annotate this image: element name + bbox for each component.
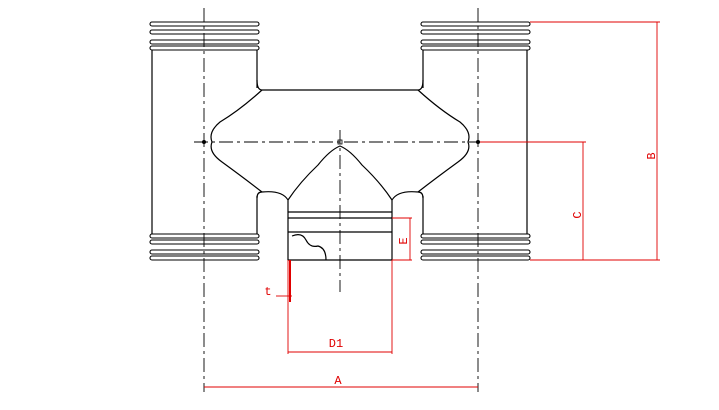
- bridge-lower-left-curve: [256, 191, 263, 199]
- left-top-band-1: [149, 21, 260, 27]
- dim-b-label: B: [645, 152, 659, 159]
- right-center-point: [476, 140, 480, 144]
- dim-t-label: t: [264, 285, 271, 299]
- right-top-band-2: [420, 29, 531, 35]
- left-top-band-2: [149, 29, 260, 35]
- dimensions: B C E D1 A t: [204, 21, 660, 388]
- right-bottom-band-3: [420, 249, 531, 255]
- left-bottom-band-3: [149, 249, 260, 255]
- fitting-outline: [151, 50, 528, 261]
- left-top-band-4: [149, 45, 260, 51]
- dim-a-label: A: [334, 374, 342, 388]
- branch-break-line: [291, 234, 327, 261]
- pipe-end-bands: [149, 21, 531, 261]
- right-top-band-1: [420, 21, 531, 27]
- dim-e-label: E: [397, 237, 411, 244]
- left-bottom-band-1: [149, 233, 260, 239]
- right-bottom-band-4: [420, 255, 531, 261]
- center-lines: [194, 8, 488, 392]
- bridge-top-left-curve: [256, 79, 263, 91]
- dim-d1-label: D1: [329, 337, 343, 351]
- right-top-band-3: [420, 39, 531, 45]
- left-bottom-band-2: [149, 239, 260, 245]
- bridge-lower-right-curve: [417, 191, 424, 199]
- left-center-point: [202, 140, 206, 144]
- right-top-band-4: [420, 45, 531, 51]
- bridge-top-right-curve: [417, 79, 424, 91]
- dim-c-label: C: [571, 211, 585, 218]
- bridge-right-flare: [417, 89, 470, 193]
- left-bottom-band-4: [149, 255, 260, 261]
- right-bottom-band-1: [420, 233, 531, 239]
- bridge-left-flare: [210, 89, 263, 193]
- branch-saddle: [261, 145, 419, 212]
- middle-center-mark: [337, 139, 343, 145]
- right-bottom-band-2: [420, 239, 531, 245]
- left-top-band-3: [149, 39, 260, 45]
